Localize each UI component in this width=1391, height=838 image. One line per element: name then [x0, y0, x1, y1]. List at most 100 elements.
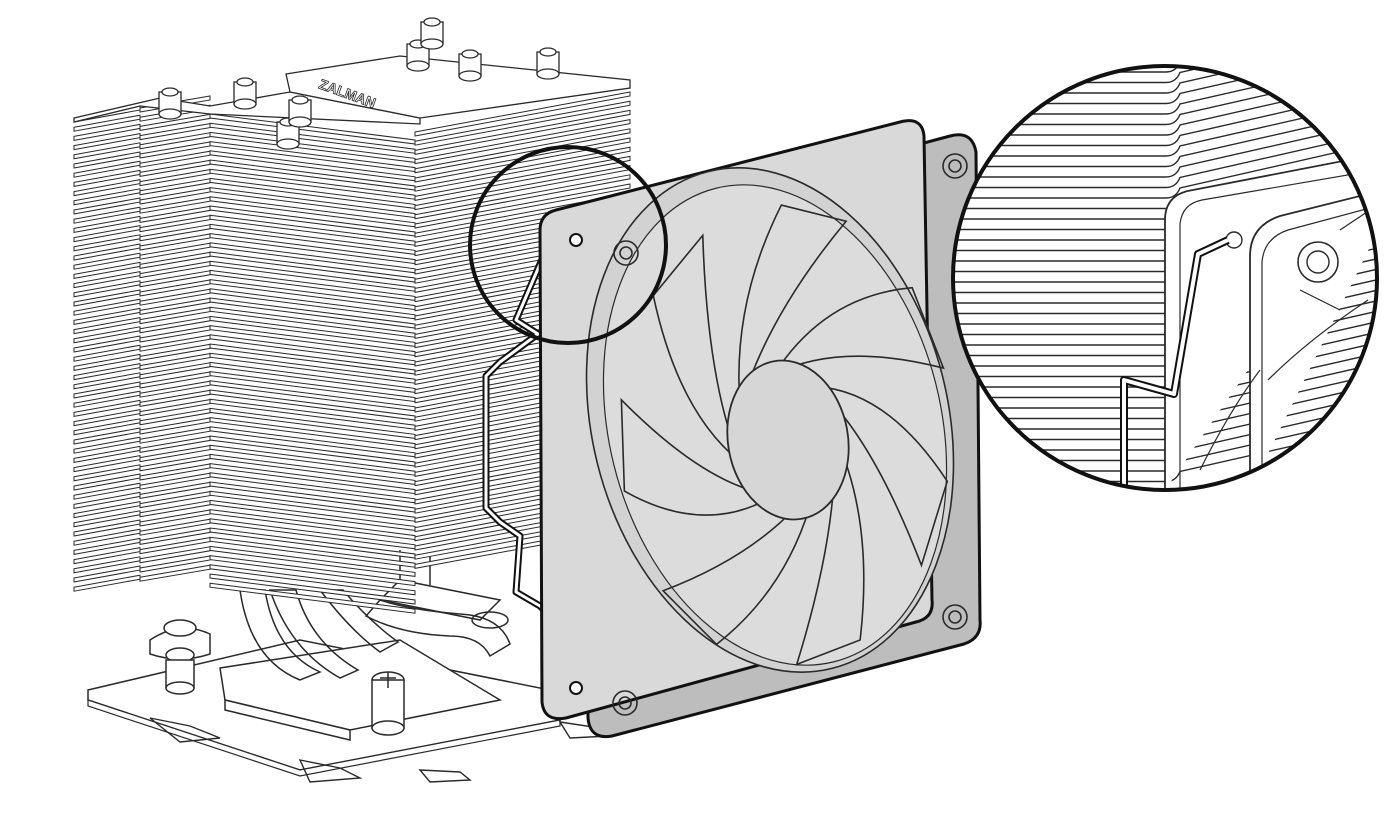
- fin-plate: [139, 233, 211, 251]
- fin-edge: [953, 137, 1377, 199]
- fin-plate: [139, 150, 211, 168]
- fin-edge: [953, 66, 1377, 84]
- fin-plate: [414, 100, 631, 146]
- fin-plate: [139, 307, 211, 325]
- heatpipe-cap-base: [420, 38, 444, 50]
- fin-plate: [139, 215, 211, 233]
- fin-plate: [414, 146, 631, 192]
- heatpipe-cap-base: [233, 98, 257, 110]
- fin-plate: [139, 334, 211, 352]
- magnified-clip-detail: [951, 64, 1379, 492]
- heatpipe-cap-top: [539, 47, 557, 57]
- fin-plate: [209, 573, 416, 605]
- cooling-fan: [538, 119, 982, 739]
- fin-plate: [139, 509, 211, 527]
- fin-plate: [139, 123, 211, 141]
- fin-edge: [953, 66, 1377, 73]
- fin-plate: [139, 371, 211, 389]
- fin-plate: [139, 463, 211, 481]
- fin-plate: [139, 196, 211, 214]
- fin-plate: [414, 118, 631, 165]
- fan-blade: [652, 233, 742, 463]
- heatpipe-cap-base: [288, 116, 312, 128]
- fin-edge: [953, 126, 1377, 189]
- fin-plate: [139, 224, 211, 242]
- fan-blade: [738, 204, 848, 409]
- fin-plate: [139, 187, 211, 205]
- fin-plate: [139, 297, 211, 315]
- heatpipe-cap-base: [406, 60, 430, 72]
- fin-plate: [139, 169, 211, 187]
- fin-plate: [139, 205, 211, 223]
- fan-blade: [771, 286, 945, 377]
- fin-plate: [139, 380, 211, 398]
- fin-plate: [414, 155, 631, 202]
- fin-plate: [414, 91, 631, 137]
- mounting-bracket: [149, 619, 503, 741]
- fin-plate: [139, 426, 211, 444]
- fan-blade: [661, 482, 817, 646]
- fin-plate: [139, 417, 211, 435]
- fin-plate: [139, 132, 211, 150]
- fin-plate: [139, 353, 211, 371]
- fin-plate: [139, 316, 211, 334]
- fan-blade: [620, 397, 777, 516]
- heatpipe-cap-top: [161, 87, 179, 97]
- fin-plate: [139, 491, 211, 509]
- fin-plate: [139, 178, 211, 196]
- fin-edge: [953, 74, 1377, 136]
- fin-plate: [139, 242, 211, 260]
- heatpipe-cap-top: [423, 17, 441, 27]
- fin-plate: [139, 159, 211, 177]
- fin-plate: [139, 141, 211, 159]
- fin-edge: [953, 66, 1377, 105]
- fin-plate: [139, 288, 211, 306]
- fin-plate: [139, 270, 211, 288]
- heatpipe-caps: [158, 17, 560, 150]
- fin-plate: [139, 399, 211, 417]
- heatpipe-cap-base: [458, 70, 482, 82]
- fin-plate: [139, 113, 211, 131]
- fin-plate: [139, 564, 211, 582]
- fin-plate: [139, 454, 211, 472]
- fin-plate: [139, 343, 211, 361]
- fin-plate: [414, 109, 631, 156]
- heatpipe-cap-top: [461, 49, 479, 59]
- fin-plate: [139, 325, 211, 343]
- fin-plate: [139, 500, 211, 518]
- heatpipe-cap-top: [236, 77, 254, 87]
- fin-edge: [953, 105, 1377, 168]
- fin-plate: [139, 537, 211, 555]
- fin-plate: [139, 408, 211, 426]
- fin-plate: [139, 518, 211, 536]
- fin-plate: [139, 389, 211, 407]
- fin-edge: [953, 66, 1377, 115]
- detail-callout-source: [468, 145, 668, 345]
- fin-edge: [953, 95, 1377, 157]
- fin-plate: [139, 546, 211, 564]
- fin-plate: [414, 174, 631, 220]
- fin-plate: [139, 435, 211, 453]
- fin-plate: [139, 472, 211, 490]
- fin-edge: [953, 116, 1377, 178]
- heatpipe-cap-base: [276, 138, 300, 150]
- fin-plate: [139, 555, 211, 573]
- fan-blade: [813, 385, 949, 568]
- fin-edge: [953, 66, 1377, 94]
- fin-plate: [209, 582, 416, 614]
- fin-edge: [953, 66, 1377, 126]
- fin-plate: [139, 481, 211, 499]
- fin-plate: [139, 261, 211, 279]
- heatpipe-cap-base: [536, 68, 560, 80]
- heatpipe-cap-top: [291, 95, 309, 105]
- fin-plate: [139, 445, 211, 463]
- heatpipe-cap-base: [158, 108, 182, 120]
- fin-plate: [139, 527, 211, 545]
- fin-edge: [953, 84, 1377, 147]
- fin-plate: [414, 128, 631, 174]
- fin-plate: [139, 279, 211, 297]
- fin-plate: [414, 183, 631, 229]
- fin-plate: [139, 251, 211, 269]
- fin-plate: [139, 362, 211, 380]
